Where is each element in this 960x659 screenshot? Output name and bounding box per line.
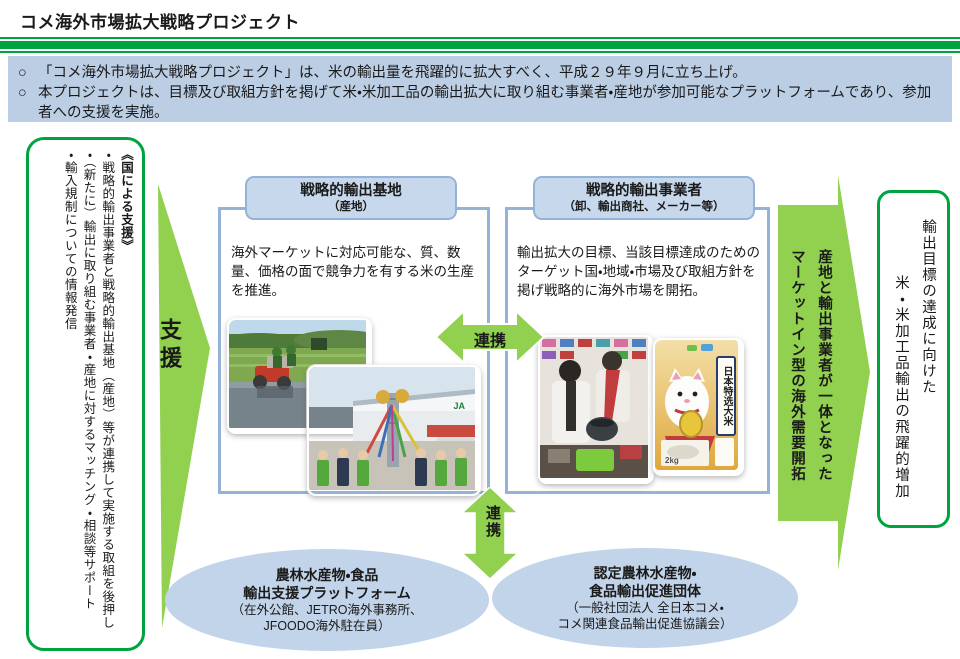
rice-bag-weight: 2kg — [665, 456, 679, 465]
circle-bullet-icon: ○ — [18, 85, 27, 101]
export-goal-text: 輸出目標の達成に向けた 米・米加工品輸出の飛躍的増加 — [893, 219, 936, 499]
cooperation-arrow-horizontal-label: 連携 — [473, 333, 506, 350]
circle-bullet-icon: ○ — [18, 65, 27, 81]
export-base-description: 海外マーケットに対応可能な、質、数量、価格の面で競争力を有する米の生産を推進。 — [231, 245, 474, 298]
header-rule-thick — [0, 41, 960, 49]
support-arrow-shape — [158, 184, 210, 628]
support-item-2: ・（新たに）輸出に取り組む事業者・産地に対するマッチング・相談等サポート — [81, 148, 96, 610]
export-goal-box: 輸出目標の達成に向けた 米・米加工品輸出の飛躍的増加 — [877, 190, 950, 528]
market-in-arrow-label: 産地と輸出事業者が一体となった マーケットイン型の海外需要開拓 — [789, 248, 832, 482]
ja-building-logo: JA — [453, 401, 465, 411]
cooperation-arrow-vertical — [461, 487, 519, 579]
national-support-box: 《国による支援》 ・戦略的輸出事業者と戦略的輸出基地（産地）等が連携して実施する… — [26, 137, 145, 651]
intro-bullet-1: ○ 「コメ海外市場拡大戦略プロジェクト」は、米の輸出量を飛躍的に拡大すべく、平成… — [18, 65, 747, 81]
national-support-text: 《国による支援》 ・戦略的輸出事業者と戦略的輸出基地（産地）等が連携して実施する… — [36, 148, 135, 640]
store-promotion-photo — [538, 335, 654, 484]
certified-promotion-org-ellipse: 認定農林水産物・ 食品輸出促進団体 （一般社団法人 全日本コメ・ コメ関連食品輸… — [492, 548, 798, 648]
market-in-arrow-shape — [778, 175, 870, 570]
rice-bag-photo: 日本特选大米 2kg — [653, 338, 744, 476]
export-trader-header: 戦略的輸出事業者 （卸、輸出商社、メーカー等） — [533, 176, 755, 220]
header-rule-thin-top — [0, 37, 960, 39]
cooperation-arrow-horizontal — [434, 308, 546, 366]
rice-bag-label: 日本特选大米 — [716, 356, 736, 436]
support-item-3: ・輸入規制についての情報発信 — [62, 148, 77, 330]
export-trader-description: 輸出拡大の目標、当該目標達成のためのターゲット国・地域・市場及び取組方針を掲げ戦… — [517, 245, 760, 298]
export-support-platform-ellipse: 農林水産物・食品 輸出支援プラットフォーム （在外公館、JETRO海外事務所、 … — [165, 549, 489, 651]
export-base-header: 戦略的輸出基地 （産地） — [245, 176, 457, 220]
cooperation-arrow-vertical-label: 連携 — [484, 505, 501, 539]
intro-bullet-2: ○ 本プロジェクトは、目標及び取組方針を掲げて米・米加工品の輸出拡大に取り組む事… — [18, 85, 932, 121]
support-item-1: ・戦略的輸出事業者と戦略的輸出基地（産地）等が連携して実施する取組を後押し — [100, 148, 115, 629]
page-title: コメ海外市場拡大戦略プロジェクト — [20, 13, 300, 32]
support-arrow-label: 支援 — [157, 318, 182, 374]
intro-panel: ○ 「コメ海外市場拡大戦略プロジェクト」は、米の輸出量を飛躍的に拡大すべく、平成… — [8, 56, 952, 122]
shipping-ceremony-photo: JA — [307, 365, 481, 496]
header-rule-thin-bottom — [0, 51, 960, 53]
